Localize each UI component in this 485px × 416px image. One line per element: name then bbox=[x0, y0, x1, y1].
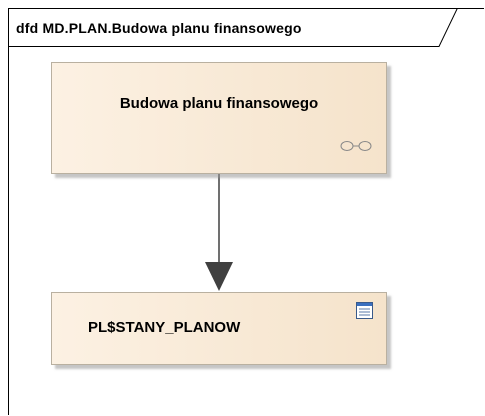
diagram-frame bbox=[8, 8, 484, 415]
data-store-icon bbox=[356, 302, 373, 324]
process-label: Budowa planu finansowego bbox=[119, 95, 319, 112]
diagram-title: dfd MD.PLAN.Budowa planu finansowego bbox=[16, 20, 302, 36]
process-node[interactable]: Budowa planu finansowego bbox=[51, 62, 387, 174]
header-tab-outline bbox=[8, 8, 458, 47]
composite-link-icon bbox=[340, 139, 372, 157]
diagram-header-tab: dfd MD.PLAN.Budowa planu finansowego bbox=[8, 8, 458, 47]
data-store-node[interactable]: PL$STANY_PLANOW bbox=[51, 292, 387, 365]
flow-arrowhead bbox=[205, 262, 233, 291]
data-store-label: PL$STANY_PLANOW bbox=[88, 319, 241, 336]
